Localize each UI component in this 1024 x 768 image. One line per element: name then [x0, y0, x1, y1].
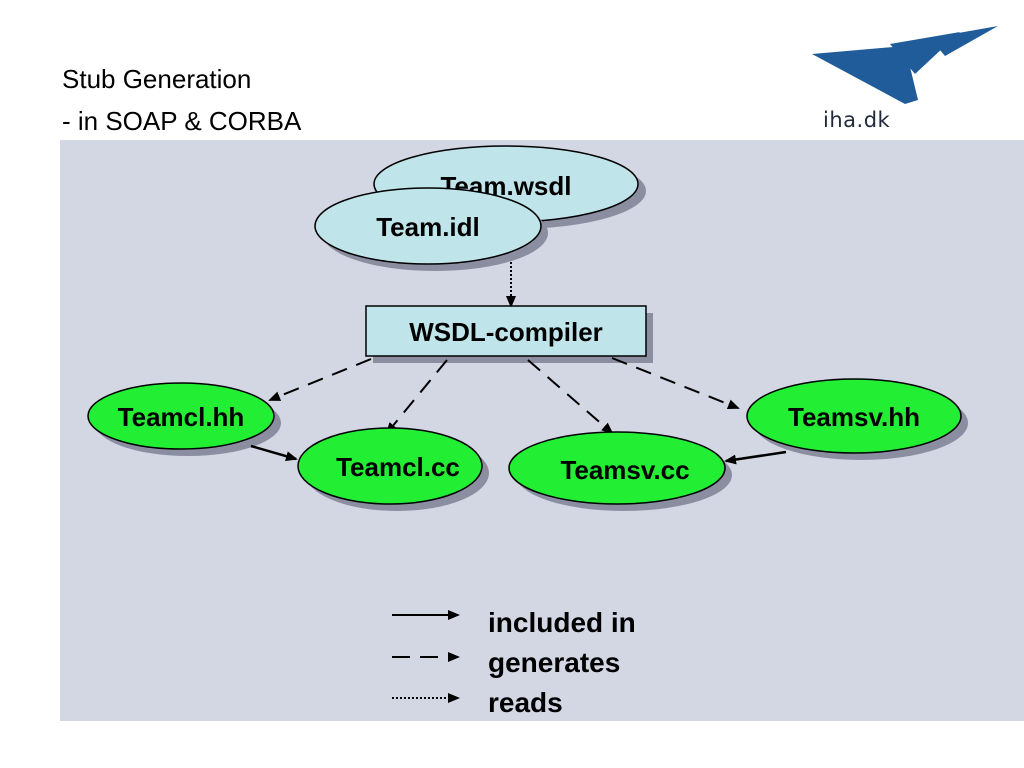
- edge-compiler-to-teamsv-hh: [611, 357, 740, 409]
- edge-teamsv-hh-to-teamsv-cc: [724, 450, 787, 465]
- slide-title-line1: Stub Generation: [62, 64, 252, 94]
- edge-compiler-to-teamsv-cc: [527, 359, 614, 435]
- team-idl-node: Team.idl: [314, 187, 548, 271]
- teamcl-cc-label: Teamcl.cc: [336, 452, 460, 482]
- wsdl-compiler-node: WSDL-compiler: [365, 305, 653, 363]
- slide-title-line2: - in SOAP & CORBA: [62, 106, 302, 136]
- teamcl-cc-node: Teamcl.cc: [297, 427, 489, 511]
- team-idl-label: Team.idl: [376, 212, 480, 242]
- teamsv-hh-label: Teamsv.hh: [788, 402, 920, 432]
- legend-generates-label: generates: [488, 647, 620, 678]
- teamsv-cc-node: Teamsv.cc: [508, 431, 732, 511]
- wings-logo-icon: [812, 26, 998, 104]
- legend-included-label: included in: [488, 607, 636, 638]
- edge-compiler-to-teamcl-cc: [385, 359, 448, 435]
- teamsv-cc-label: Teamsv.cc: [560, 455, 689, 485]
- teamsv-hh-node: Teamsv.hh: [746, 378, 968, 460]
- teamcl-hh-label: Teamcl.hh: [118, 402, 245, 432]
- legend: included in generates reads: [392, 607, 636, 718]
- edge-compiler-to-teamcl-hh: [268, 358, 372, 401]
- logo-text: iha.dk: [823, 108, 891, 132]
- edge-teamcl-hh-to-teamcl-cc: [250, 444, 298, 462]
- teamcl-hh-node: Teamcl.hh: [87, 382, 281, 456]
- legend-reads-label: reads: [488, 687, 563, 718]
- wsdl-compiler-label: WSDL-compiler: [409, 317, 603, 347]
